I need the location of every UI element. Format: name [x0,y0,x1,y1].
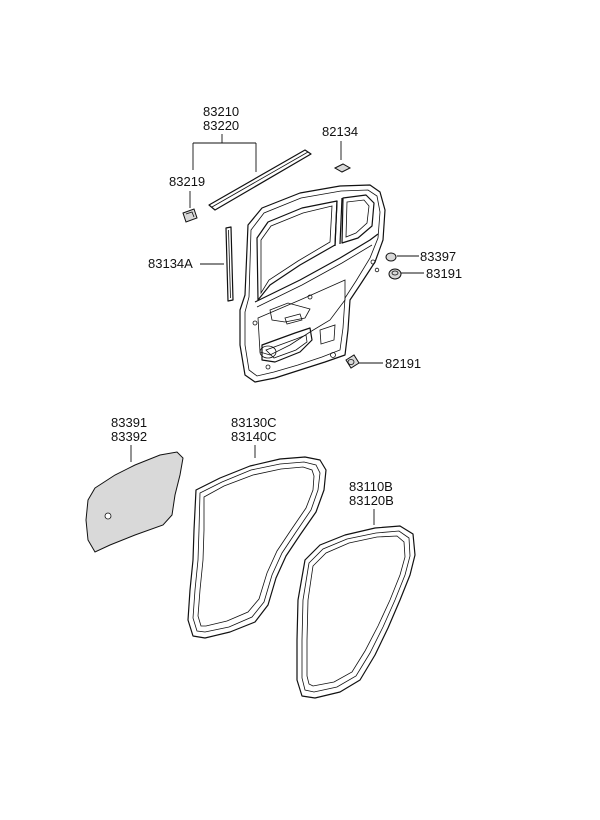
label-83220: 83220 [203,118,239,133]
label-82191: 82191 [385,356,421,371]
rear-door-part [239,184,386,383]
label-83134A: 83134A [148,256,193,271]
label-83120B: 83120B [349,493,394,508]
plug-82191-part [345,354,360,369]
plug-83191-part [388,268,402,280]
label-82134: 82134 [322,124,358,139]
plug-83397-part [385,252,397,262]
label-83110B: 83110B [349,479,393,494]
weatherstrip-door-part [296,525,416,699]
label-83397: 83397 [420,249,456,264]
weatherstrip-body-part [187,456,327,639]
label-83191: 83191 [426,266,462,281]
channel-83134A-part [225,226,234,302]
label-83219: 83219 [169,174,205,189]
label-83391: 83391 [111,415,147,430]
label-83392: 83392 [111,429,147,444]
belt-molding-part [208,149,312,211]
clip-82134-part [333,163,352,173]
label-83210: 83210 [203,104,239,119]
clip-83219-part [182,208,198,223]
leader-lines [130,134,424,525]
label-83140C: 83140C [231,429,277,444]
label-83130C: 83130C [231,415,277,430]
seal-pad-part [85,451,184,553]
